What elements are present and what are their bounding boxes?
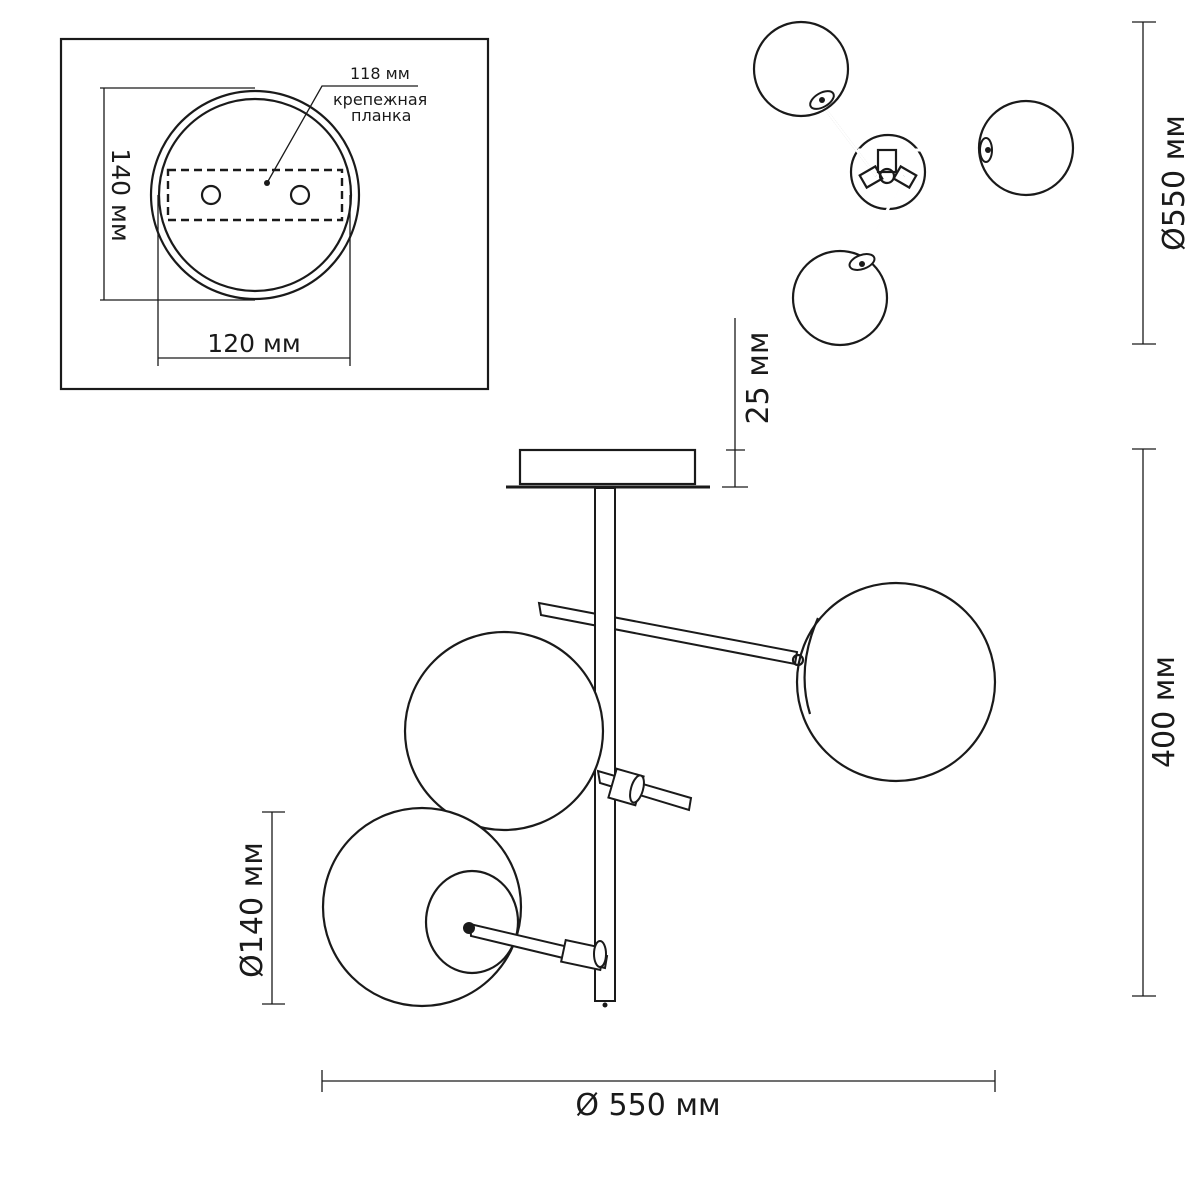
top-view-arm-upper-inner bbox=[819, 101, 877, 177]
top-view-socket-lower-dot bbox=[859, 261, 865, 267]
canopy-outer-ring bbox=[149, 89, 361, 301]
top-view-socket-right-dot bbox=[985, 147, 991, 153]
inset-frame bbox=[59, 37, 490, 391]
base-height-label: 25 мм bbox=[741, 332, 776, 425]
bracket-hole-left bbox=[200, 184, 222, 206]
side-view-arm-upper bbox=[537, 601, 799, 666]
inset-width-label: 120 мм bbox=[207, 329, 300, 358]
bracket-leader-line bbox=[266, 85, 418, 184]
side-view-socket-upper-right bbox=[791, 653, 805, 667]
bracket-hole-right bbox=[289, 184, 311, 206]
top-view-globe-right bbox=[977, 99, 1075, 197]
top-view-globe-upper bbox=[752, 20, 850, 118]
side-view-arm-middle bbox=[596, 767, 693, 812]
side-view: 25 мм Ø14 bbox=[235, 318, 1182, 1123]
top-view-diameter-label: Ø550 мм bbox=[1157, 115, 1192, 251]
bracket-name-line1: крепежная bbox=[333, 90, 427, 109]
top-view-globe-lower bbox=[791, 249, 889, 347]
side-view-globe-lower-left bbox=[321, 806, 523, 1008]
inset-height-label: 140 мм bbox=[106, 148, 135, 241]
globe-diameter-label: Ø140 мм bbox=[235, 842, 270, 978]
top-view-socket-upper-dot bbox=[819, 97, 825, 103]
side-view-globe-upper-right bbox=[795, 581, 997, 783]
side-view-globe-upper-right-cap bbox=[803, 617, 820, 715]
mounting-bracket bbox=[166, 168, 344, 222]
side-view-globe-middle-left bbox=[403, 630, 605, 832]
top-view-arm-lower-inner bbox=[860, 175, 906, 263]
total-height-label: 400 мм bbox=[1147, 656, 1182, 768]
top-view: Ø550 мм bbox=[752, 20, 1192, 347]
top-view-hub bbox=[858, 148, 918, 190]
side-view-globe-lower-left-opening bbox=[424, 869, 520, 975]
side-view-arm-lower bbox=[463, 922, 609, 972]
canopy-inset: 118 мм крепежная планка 140 мм 120 мм bbox=[59, 37, 490, 391]
total-diameter-label: Ø 550 мм bbox=[575, 1088, 720, 1123]
bracket-name-line2: планка bbox=[351, 106, 411, 125]
bracket-length-label: 118 мм bbox=[350, 64, 410, 83]
side-view-canopy bbox=[518, 448, 697, 486]
side-view-stem-tip bbox=[602, 1002, 608, 1008]
canopy-inner-ring bbox=[157, 97, 353, 293]
